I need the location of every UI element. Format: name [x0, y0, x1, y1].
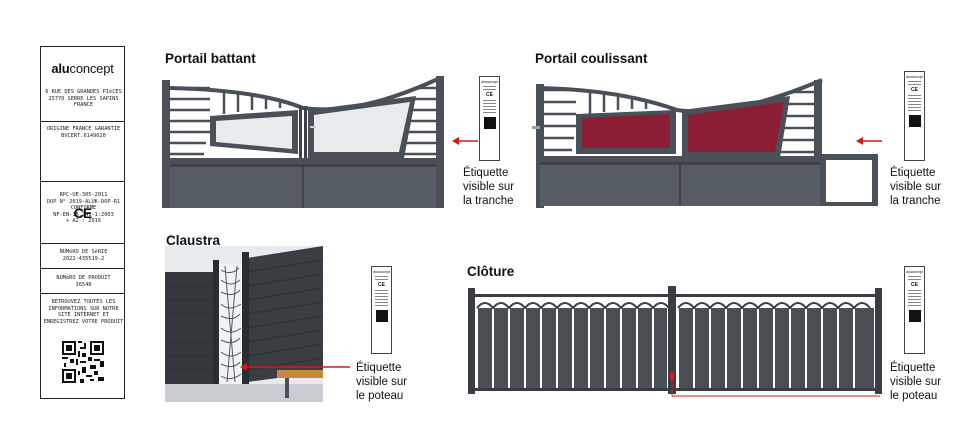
- label-footer: RETROUVEZ TOUTES LES INFORMATIONS SUR NO…: [43, 299, 124, 325]
- qr-code-icon: [483, 117, 496, 129]
- label-address: 6 RUE DES GRANDES PIèCES 25770 SERRE LES…: [45, 89, 122, 109]
- qr-code-icon: [908, 310, 921, 322]
- arrow-left-icon: [856, 137, 882, 145]
- tag-brand: aluconcept: [373, 270, 390, 274]
- ce-mark: CE: [73, 205, 92, 221]
- tag-brand: aluconcept: [906, 270, 923, 274]
- label-serial-value: 2022-435519-2: [62, 256, 105, 262]
- fence-illustration: [465, 284, 885, 404]
- label-divider: [41, 243, 124, 244]
- product-label: aluconcept 6 RUE DES GRANDES PIèCES 2577…: [40, 46, 125, 399]
- section-title-portail-battant: Portail battant: [165, 51, 256, 66]
- label-serial-heading: NUMéRO DE SéRIE: [59, 249, 108, 255]
- qr-code-icon: [62, 341, 104, 383]
- claustra-illustration: [165, 246, 323, 402]
- arrow-left-icon: [240, 363, 350, 371]
- tag-ce-mark: CE: [378, 282, 385, 288]
- small-label-tag: aluconcept CE: [904, 266, 925, 354]
- qr-code-icon: [375, 310, 388, 322]
- small-label-tag: aluconcept CE: [371, 266, 392, 354]
- label-product-heading: NUMéRO DE PRODUIT: [56, 275, 111, 281]
- section-title-portail-coulissant: Portail coulissant: [535, 51, 648, 66]
- small-label-tag: aluconcept CE: [479, 76, 500, 161]
- tag-ce-mark: CE: [486, 92, 493, 98]
- arrow-left-icon: [452, 137, 478, 145]
- label-brand: aluconcept: [51, 61, 114, 76]
- label-divider: [41, 268, 124, 269]
- section-title-cloture: Clôture: [467, 264, 515, 279]
- section-title-claustra: Claustra: [166, 233, 221, 248]
- qr-code-icon: [908, 115, 921, 127]
- tag-ce-mark: CE: [911, 87, 918, 93]
- label-product-value: 36548: [75, 282, 92, 288]
- sliding-gate-illustration: [532, 74, 882, 210]
- small-label-tag: aluconcept CE: [904, 71, 925, 161]
- label-divider: [41, 181, 124, 182]
- label-divider: [41, 293, 124, 294]
- label-certifications: RPC-UE-305-2011 DOP N° 2019-ALUK-DOP-R1 …: [46, 192, 121, 225]
- tag-brand: aluconcept: [906, 75, 923, 79]
- label-divider: [41, 121, 124, 122]
- label-origin: ORIGINE FRANCE GARANTIE BVCERT.6149620: [46, 126, 121, 139]
- tag-brand: aluconcept: [481, 80, 498, 84]
- swing-gate-illustration: [158, 66, 448, 212]
- tag-ce-mark: CE: [911, 282, 918, 288]
